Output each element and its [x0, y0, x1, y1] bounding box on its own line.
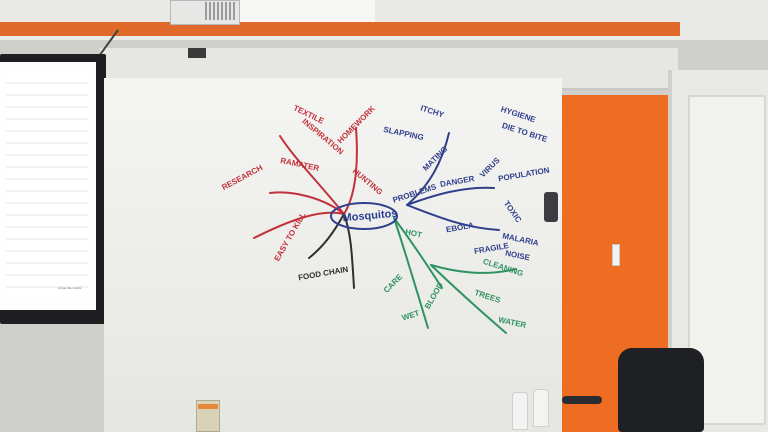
display-content: [0, 62, 96, 310]
line-research: [279, 135, 345, 215]
spray-bottle-2: [533, 389, 549, 427]
line-easy-to-kill: [253, 211, 345, 239]
whiteboard-shading: [104, 78, 562, 432]
line-danger: [406, 186, 495, 206]
chair-armrest: [562, 396, 602, 404]
center-ellipse: [330, 202, 398, 230]
wall-device: [544, 192, 558, 222]
line-cleaning: [430, 264, 517, 274]
line-homework: [343, 127, 358, 215]
display-caption: image title credits: [58, 286, 82, 290]
wall-socket: [612, 244, 620, 266]
line-care: [393, 217, 443, 289]
projector-vent-icon: [205, 2, 235, 20]
whiteboard: [104, 78, 562, 432]
line-ebola: [406, 204, 500, 231]
box-label: [198, 404, 218, 409]
door-window: [688, 95, 766, 425]
line-hunting: [343, 213, 355, 289]
office-chair: [618, 348, 704, 432]
spray-bottle-1: [512, 392, 528, 430]
line-problems: [406, 132, 450, 206]
line-wet: [393, 217, 429, 329]
line-trees: [430, 264, 507, 334]
orange-wall-stripe: [0, 22, 680, 36]
line-food-chain: [308, 213, 345, 259]
display-lines: [6, 72, 88, 297]
line-textile: [269, 191, 345, 215]
camera-icon: [188, 48, 206, 58]
mind-map-lines: [253, 127, 517, 334]
